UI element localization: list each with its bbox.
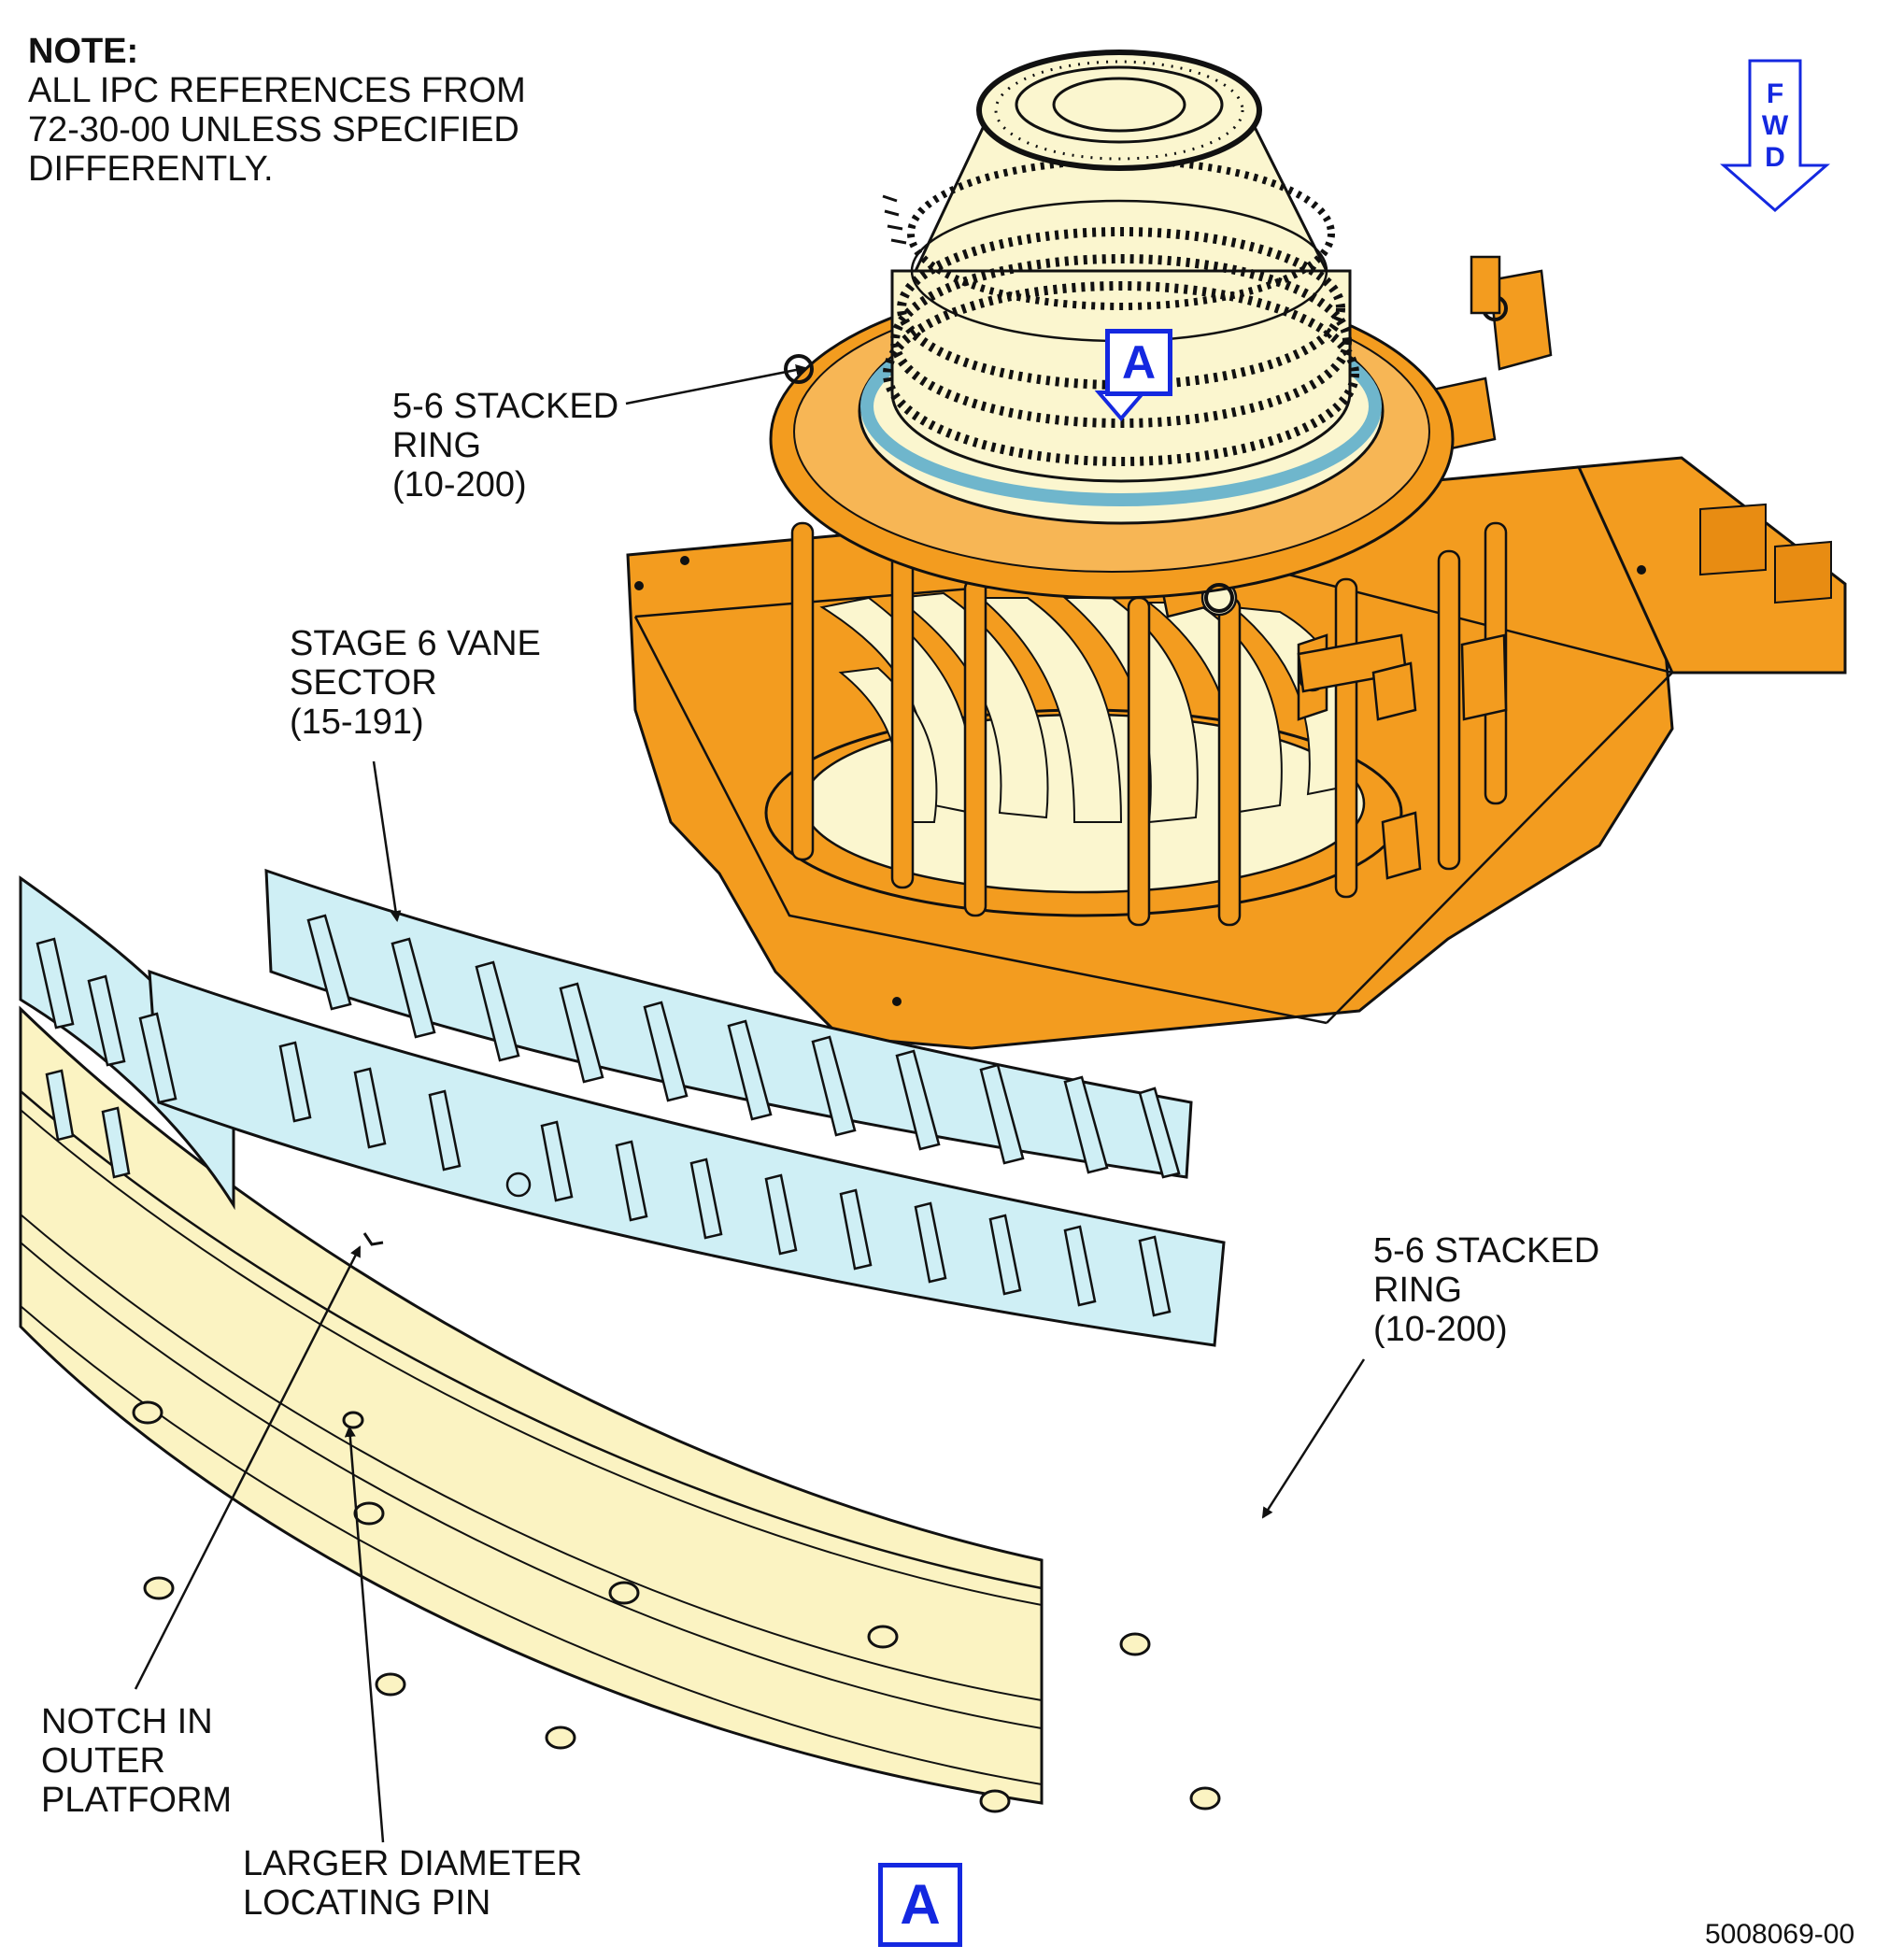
callout-notch: OUTER (41, 1741, 165, 1781)
leader-vane-sector (372, 760, 402, 922)
leader-locating-pin (344, 1426, 385, 1843)
callout-vane-sector: (15-191) (290, 703, 424, 742)
leader-stacked-ring-top (625, 364, 807, 405)
view-a-label-bottom: A (878, 1863, 962, 1947)
callout-stacked-ring-top: (10-200) (392, 465, 527, 504)
note-line: 72-30-00 UNLESS SPECIFIED (28, 110, 519, 149)
callout-stacked-ring-detail: (10-200) (1373, 1310, 1508, 1349)
callout-stacked-ring-top: 5-6 STACKED (392, 387, 619, 426)
fixture-posts (790, 521, 1508, 927)
engine-compressor-stack (858, 50, 1385, 525)
callout-locating-pin: LARGER DIAMETER (243, 1844, 583, 1883)
callout-locating-pin: LOCATING PIN (243, 1883, 491, 1923)
callout-vane-sector: SECTOR (290, 663, 437, 703)
fwd-letter: F (1766, 78, 1784, 109)
leader-stacked-ring-detail (1261, 1358, 1366, 1519)
callout-stacked-ring-detail: RING (1373, 1271, 1462, 1310)
fwd-arrow-icon (1720, 59, 1830, 212)
callout-vane-sector: STAGE 6 VANE (290, 624, 541, 663)
callout-notch: NOTCH IN (41, 1702, 213, 1741)
callout-notch: PLATFORM (41, 1781, 233, 1820)
view-a-label-top: A (1105, 329, 1172, 396)
fwd-letter: D (1765, 142, 1785, 173)
vane-sector-detail (19, 868, 1226, 1347)
callout-stacked-ring-detail: 5-6 STACKED (1373, 1231, 1600, 1271)
callout-stacked-ring-top: RING (392, 426, 481, 465)
stacked-ring-detail (19, 1005, 1221, 1813)
fwd-letter: W (1761, 110, 1789, 141)
note-line: DIFFERENTLY. (28, 149, 274, 189)
leader-notch (134, 1245, 362, 1690)
leader-lines (134, 364, 1366, 1843)
note-heading: NOTE: (28, 32, 139, 71)
figure-number: 5008069-00 (1705, 1919, 1855, 1950)
note-line: ALL IPC REFERENCES FROM (28, 71, 526, 110)
